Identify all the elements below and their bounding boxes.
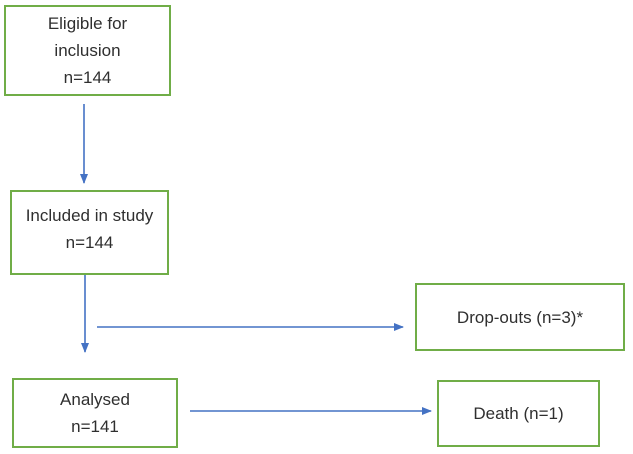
node-analysed: Analysed n=141: [12, 378, 178, 448]
node-text-line: n=141: [71, 417, 119, 436]
node-eligible-for-inclusion: Eligible for inclusion n=144: [4, 5, 171, 96]
node-death: Death (n=1): [437, 380, 600, 447]
node-drop-outs: Drop-outs (n=3)*: [415, 283, 625, 351]
node-included-in-study: Included in study n=144: [10, 190, 169, 275]
node-text-line: Eligible for: [47, 14, 128, 33]
node-text-line: n=144: [63, 68, 112, 87]
node-text-line: inclusion: [54, 41, 121, 60]
node-text-line: Drop-outs (n=3)*: [456, 307, 584, 327]
node-text-line: Death (n=1): [473, 404, 564, 423]
node-text-line: Included in study: [25, 206, 154, 225]
node-text-line: n=144: [65, 233, 114, 252]
node-text-line: Analysed: [60, 390, 130, 409]
